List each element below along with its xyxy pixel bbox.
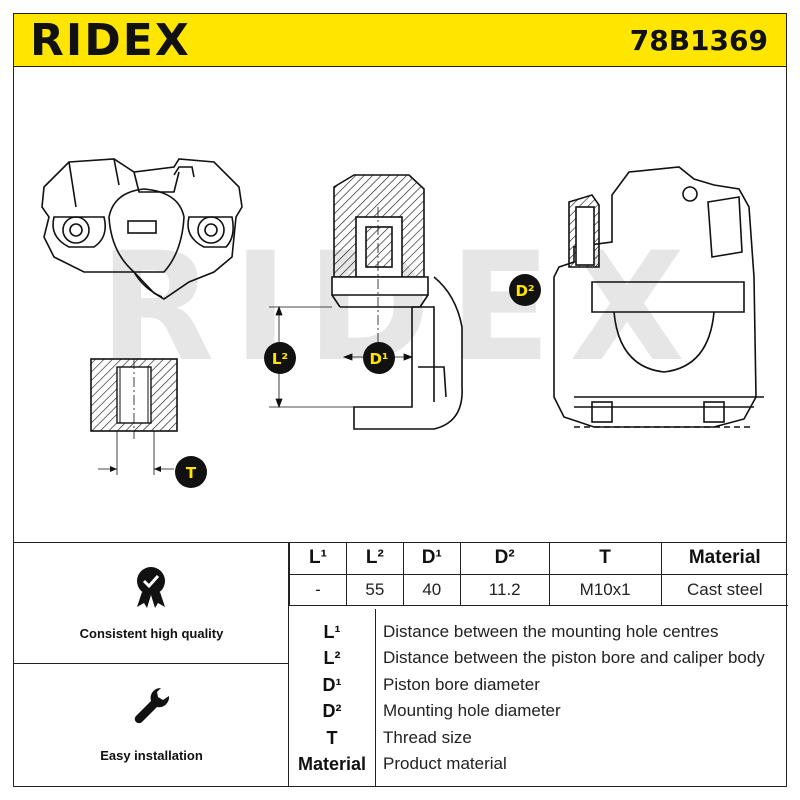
wrench-icon xyxy=(134,687,170,724)
legend-key: T xyxy=(289,725,376,751)
legend-key: D¹ xyxy=(289,672,376,698)
legend-row: L¹ Distance between the mounting hole ce… xyxy=(289,619,788,645)
legend-row: D² Mounting hole diameter xyxy=(289,698,788,724)
quality-badge-icon xyxy=(137,567,165,608)
specs-value-d2: 11.2 xyxy=(459,573,550,606)
legend-desc: Distance between the mounting hole centr… xyxy=(383,622,719,641)
specs-header-d1: D¹ xyxy=(402,543,461,575)
legend-key: D² xyxy=(289,698,376,724)
thread-section-view xyxy=(90,358,178,475)
svg-text:T: T xyxy=(186,464,197,482)
caliper-side-view xyxy=(553,166,764,428)
specs-value-l2: 55 xyxy=(345,573,404,606)
legend-key: Material xyxy=(289,751,376,777)
svg-text:D¹: D¹ xyxy=(369,350,388,368)
legend-desc: Distance between the piston bore and cal… xyxy=(383,648,765,667)
dim-badge-d2: D² xyxy=(509,274,541,306)
dim-badge-t: T xyxy=(175,456,207,488)
info-panel: Consistent high quality Easy installatio… xyxy=(13,543,788,787)
legend-desc: Thread size xyxy=(383,728,472,747)
specs-header-material: Material xyxy=(660,543,788,575)
legend-row: L² Distance between the piston bore and … xyxy=(289,645,788,671)
legend-row: D¹ Piston bore diameter xyxy=(289,672,788,698)
legend-row: Material Product material xyxy=(289,751,788,777)
legend-key: L² xyxy=(289,645,376,671)
legend-desc: Piston bore diameter xyxy=(383,675,540,694)
caliper-front-view xyxy=(41,158,243,300)
specs-value-l1: - xyxy=(289,573,347,606)
legend-row: T Thread size xyxy=(289,725,788,751)
legend-key: L¹ xyxy=(289,619,376,645)
feature-installation: Easy installation xyxy=(14,664,289,787)
header-bar: RIDEX 78B1369 xyxy=(13,13,787,67)
specs-value-t: M10x1 xyxy=(548,573,662,606)
legend-desc: Product material xyxy=(383,754,507,773)
svg-text:D²: D² xyxy=(515,282,534,300)
specs-header-l1: L¹ xyxy=(289,543,347,575)
svg-text:L²: L² xyxy=(272,350,288,368)
brand-logo: RIDEX xyxy=(30,15,191,66)
specs-table: L¹ L² D¹ D² T Material - 55 40 11.2 M10x… xyxy=(289,543,788,606)
feature-quality-label: Consistent high quality xyxy=(79,626,224,641)
caliper-section-view xyxy=(331,174,463,430)
technical-drawing: RIDEX xyxy=(13,67,787,543)
specs-header-t: T xyxy=(548,543,662,575)
dim-badge-l2: L² xyxy=(264,342,296,374)
specs-header-d2: D² xyxy=(459,543,550,575)
feature-quality: Consistent high quality xyxy=(14,543,289,664)
specs-header-row: L¹ L² D¹ D² T Material xyxy=(289,543,788,575)
caliper-drawing: RIDEX xyxy=(41,158,764,488)
dim-badge-d1: D¹ xyxy=(363,342,395,374)
feature-installation-label: Easy installation xyxy=(100,748,203,763)
legend-desc: Mounting hole diameter xyxy=(383,701,561,720)
specs-value-material: Cast steel xyxy=(660,573,788,606)
specs-value-d1: 40 xyxy=(402,573,461,606)
legend: L¹ Distance between the mounting hole ce… xyxy=(289,609,788,787)
specs-header-l2: L² xyxy=(345,543,404,575)
part-number: 78B1369 xyxy=(629,24,768,57)
specs-value-row: - 55 40 11.2 M10x1 Cast steel xyxy=(289,573,788,606)
